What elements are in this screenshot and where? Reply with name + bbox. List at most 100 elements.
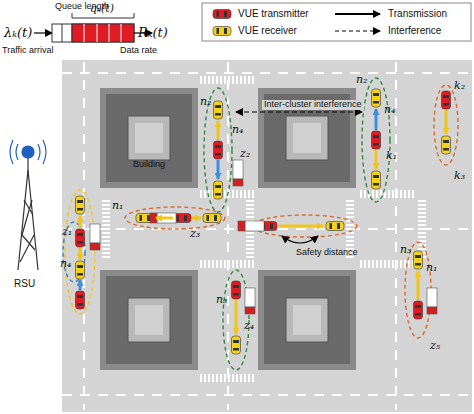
car-body (76, 196, 85, 214)
car-window (215, 113, 221, 116)
car-body (372, 131, 381, 149)
car-window (270, 223, 273, 229)
safety-arrow (282, 236, 318, 243)
text-label: Traffic arrival (2, 46, 54, 56)
truck-box (245, 221, 264, 231)
legend-text: Transmission (388, 8, 447, 19)
car-window (415, 313, 421, 316)
car-window (443, 95, 449, 98)
transmitter-car (414, 301, 423, 319)
symbol-label: n₄ (60, 258, 72, 270)
symbol-label: n₁ (426, 262, 438, 274)
transmitter-car (76, 291, 85, 309)
transmission-arrow (235, 300, 238, 334)
receiver-car (214, 101, 223, 119)
car-window (330, 223, 333, 229)
car-window (215, 185, 221, 188)
car-body (76, 229, 85, 247)
symbol-label: n₃ (216, 294, 228, 306)
interference-arrow (236, 111, 362, 112)
car-window (77, 265, 83, 268)
rsu-tower (10, 140, 46, 270)
truck (90, 224, 100, 250)
symbol-label: qₖ(t) (90, 3, 114, 15)
symbol-label: n₄ (384, 104, 396, 116)
transmission-arrow (217, 160, 220, 179)
vehicles (76, 10, 451, 355)
truck (233, 160, 243, 186)
truck (238, 221, 264, 231)
car-window (214, 215, 217, 221)
text-label: Safety distance (296, 248, 358, 258)
car-window (373, 101, 379, 104)
symbol-label: k₃ (454, 170, 465, 182)
transmitter-car (76, 229, 85, 247)
car-body (372, 171, 381, 189)
symbol-label: λₖ(t) (4, 26, 32, 40)
transmission-arrow (375, 109, 378, 130)
truck (150, 213, 176, 223)
car-window (77, 241, 83, 244)
car-body (232, 336, 241, 354)
truck (245, 288, 255, 314)
car-window (77, 273, 83, 276)
car-body (372, 89, 381, 107)
car-body (214, 101, 223, 119)
symbol-label: k₁ (386, 150, 397, 162)
car-window (215, 153, 221, 156)
symbol-label: n₃ (400, 244, 412, 256)
car-window (233, 285, 239, 288)
truck-box (427, 288, 437, 307)
transmission-arrow (156, 217, 173, 220)
symbol-label: z₃ (190, 228, 200, 240)
receiver-car (326, 222, 344, 231)
car-body (76, 291, 85, 309)
transmission-arrow (279, 225, 323, 228)
car-body (214, 181, 223, 199)
car-window (373, 143, 379, 146)
car-window (224, 11, 227, 17)
receiver-car (232, 336, 241, 354)
car-window (207, 215, 210, 221)
car-body (414, 301, 423, 319)
transmission-arrow (79, 248, 82, 260)
transmitter-car (372, 131, 381, 149)
receiver-car (414, 251, 423, 269)
symbol-label: k₂ (454, 80, 465, 92)
transmission-arrow (417, 271, 420, 300)
symbol-label: Rₖ(t) (138, 26, 168, 40)
text-label: Building (133, 160, 165, 170)
truck-cab (150, 213, 157, 223)
receiver-car (442, 136, 451, 154)
transmission-arrow (79, 216, 82, 228)
cluster-outline (63, 78, 458, 370)
car-body (442, 136, 451, 154)
symbol-label: z₄ (244, 320, 254, 332)
truck (427, 288, 437, 314)
transmitter-car (214, 141, 223, 159)
legend-text: Interference (388, 25, 441, 36)
text-label: Inter-cluster interference (262, 100, 364, 110)
car-window (373, 135, 379, 138)
car-window (77, 208, 83, 211)
car-body (214, 141, 223, 159)
car-body (232, 281, 241, 299)
receiver-car (372, 89, 381, 107)
car-window (233, 340, 239, 343)
receiver-car (203, 214, 221, 223)
truck-cab (233, 179, 243, 186)
car-window (215, 145, 221, 148)
truck-cab (245, 307, 255, 314)
symbol-label: z₂ (240, 148, 250, 160)
car-window (184, 215, 187, 221)
truck-cab (238, 221, 245, 231)
transmitter-car (232, 281, 241, 299)
symbol-label: n₂ (200, 96, 212, 108)
transmission-arrow (445, 110, 448, 134)
car-window (215, 105, 221, 108)
car-window (337, 223, 340, 229)
symbol-label: n₂ (356, 74, 368, 86)
car-window (443, 148, 449, 151)
